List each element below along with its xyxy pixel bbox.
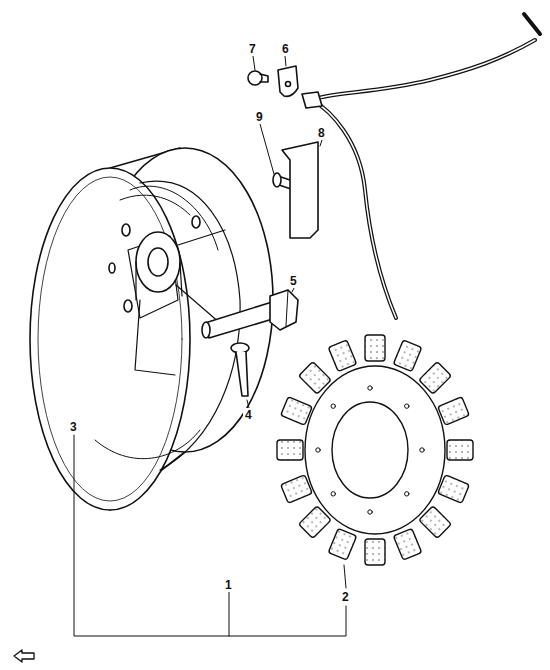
stator-screw xyxy=(231,343,249,396)
callout-number: 2 xyxy=(340,590,351,604)
callout-number: 6 xyxy=(280,42,291,56)
clamp-screw xyxy=(248,71,268,85)
callout-number: 9 xyxy=(254,110,265,124)
leader-lines xyxy=(74,56,346,636)
rotor-bolt xyxy=(202,290,298,338)
lead-wire xyxy=(302,14,540,318)
callout-number: 8 xyxy=(316,126,327,140)
direction-mark xyxy=(14,650,34,662)
cable-clamp xyxy=(278,66,298,96)
callout-number: 7 xyxy=(247,42,258,56)
callout-number: 5 xyxy=(288,274,299,288)
stator xyxy=(277,335,473,565)
callout-number: 1 xyxy=(223,578,234,592)
cable-guide-plate xyxy=(282,142,318,238)
callout-number: 4 xyxy=(243,408,254,422)
callout-number: 3 xyxy=(68,420,79,434)
